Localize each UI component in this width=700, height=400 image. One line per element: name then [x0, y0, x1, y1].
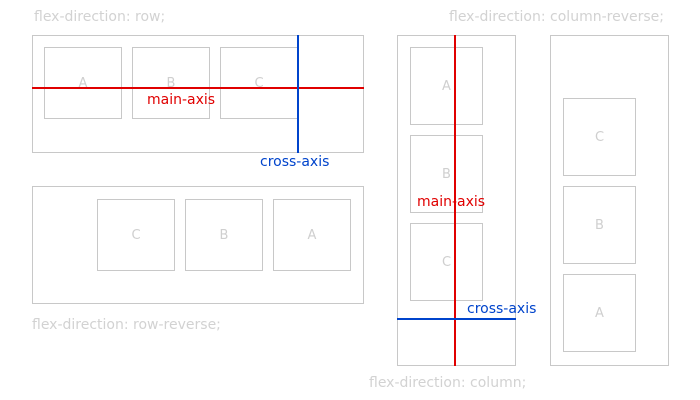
caption-column-reverse: flex-direction: column-reverse; — [449, 9, 664, 25]
caption-row: flex-direction: row; — [34, 9, 166, 25]
row-item-c: C — [220, 47, 298, 119]
column-main-axis-line — [454, 35, 456, 366]
caption-column: flex-direction: column; — [369, 375, 527, 391]
column-reverse-item-c: C — [563, 98, 636, 176]
row-item-a: A — [44, 47, 122, 119]
column-item-a: A — [410, 47, 483, 125]
row-cross-axis-line — [297, 35, 299, 153]
column-item-b: B — [410, 135, 483, 213]
column-item-c: C — [410, 223, 483, 301]
row-item-b: B — [132, 47, 210, 119]
row-reverse-item-c: C — [97, 199, 175, 271]
column-reverse-item-b: B — [563, 186, 636, 264]
column-cross-axis-line — [397, 318, 516, 320]
column-main-axis-label: main-axis — [417, 194, 486, 210]
column-cross-axis-label: cross-axis — [467, 301, 537, 317]
row-reverse-item-b: B — [185, 199, 263, 271]
row-cross-axis-label: cross-axis — [260, 154, 330, 170]
column-reverse-item-a: A — [563, 274, 636, 352]
row-main-axis-label: main-axis — [147, 92, 216, 108]
row-reverse-item-a: A — [273, 199, 351, 271]
caption-row-reverse: flex-direction: row-reverse; — [32, 317, 221, 333]
row-main-axis-line — [32, 87, 364, 89]
